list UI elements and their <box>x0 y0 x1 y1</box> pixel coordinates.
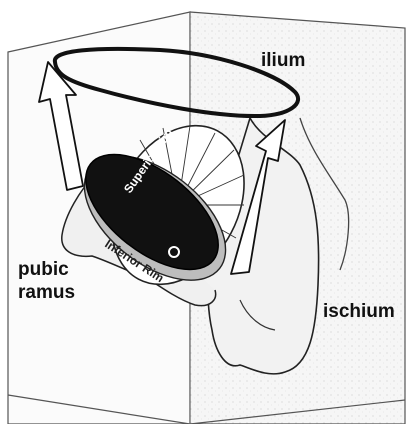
ischium-label: ischium <box>323 301 395 322</box>
pubic-label-line1: pubic <box>18 259 69 280</box>
ilium-label: ilium <box>261 50 305 71</box>
pubic-label-line2: ramus <box>18 282 75 303</box>
